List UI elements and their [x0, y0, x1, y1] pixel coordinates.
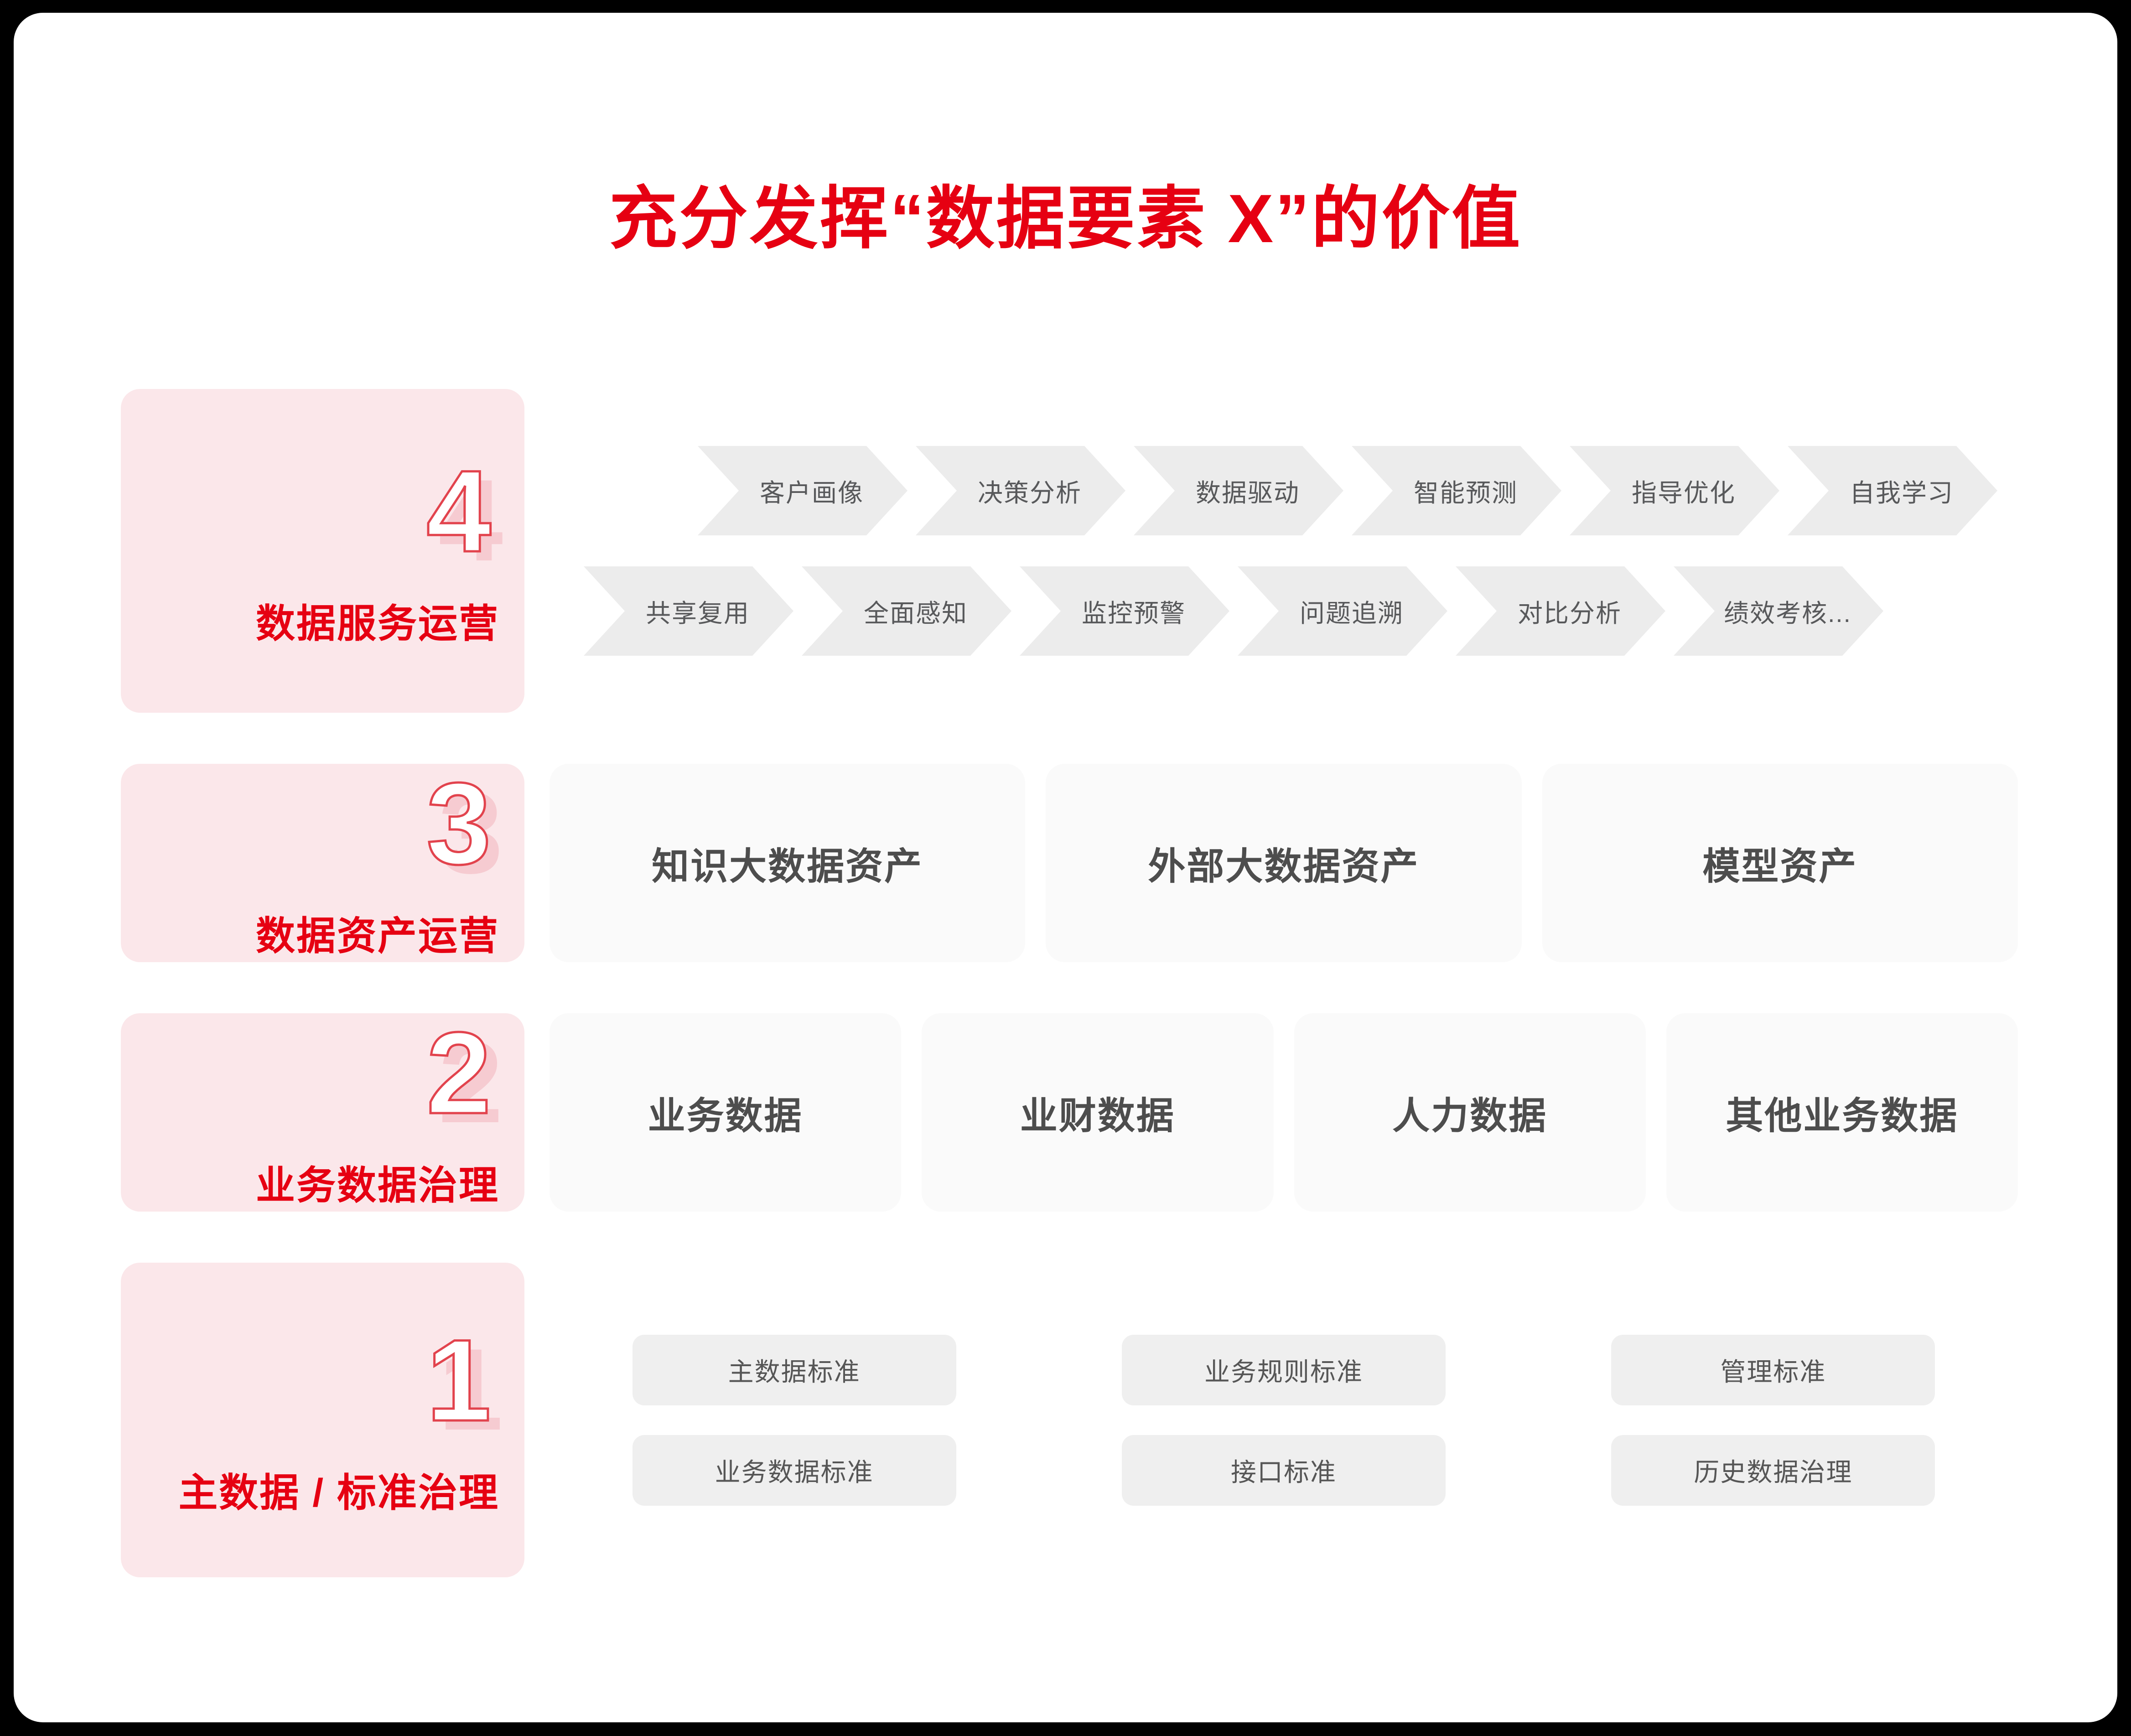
- pill-cell: 历史数据治理: [1529, 1435, 2018, 1506]
- row-3-content: 知识大数据资产 外部大数据资产 模型资产: [550, 764, 2018, 962]
- row-4-label-box: 4 数据服务运营: [121, 389, 524, 713]
- chevron-step: 客户画像: [698, 446, 907, 535]
- chevron-step: 共享复用: [584, 566, 793, 656]
- chevron-step: 绩效考核...: [1674, 566, 1883, 656]
- page-title: 充分发挥“数据要素 X”的价值: [609, 180, 1522, 257]
- chevron-flows: 客户画像 决策分析 数据驱动 智能预测 指导优化 自我学习 共享复用 全面感知 …: [550, 389, 2018, 713]
- row-4-content: 客户画像 决策分析 数据驱动 智能预测 指导优化 自我学习 共享复用 全面感知 …: [550, 389, 2018, 713]
- row-1-content: 主数据标准 业务规则标准 管理标准 业务数据标准: [550, 1263, 2018, 1577]
- row-4-label: 数据服务运营: [256, 602, 499, 646]
- pill-cell: 管理标准: [1529, 1334, 2018, 1405]
- data-card: 业财数据: [922, 1013, 1274, 1212]
- chevron-step: 自我学习: [1788, 446, 1997, 535]
- chevron-step: 问题追溯: [1238, 566, 1447, 656]
- row-1-label: 主数据 / 标准治理: [178, 1471, 499, 1515]
- standard-pill: 主数据标准: [632, 1334, 956, 1405]
- row-4-number: 4: [425, 446, 493, 576]
- standard-pill: 业务规则标准: [1121, 1334, 1446, 1405]
- row-3-number: 3: [425, 758, 493, 889]
- chevron-step: 决策分析: [916, 446, 1125, 535]
- standard-pill: 管理标准: [1611, 1334, 1935, 1405]
- standard-pill-row-top: 主数据标准 业务规则标准 管理标准: [550, 1334, 2018, 1405]
- standard-pill: 接口标准: [1121, 1435, 1446, 1506]
- row-3-label-box: 3 数据资产运营: [121, 764, 524, 962]
- asset-card: 外部大数据资产: [1046, 764, 1522, 962]
- pill-cell: 主数据标准: [550, 1334, 1039, 1405]
- diagram-rows: 4 数据服务运营 客户画像 决策分析 数据驱动 智能预测 指导优化 自我学习: [121, 389, 2018, 1577]
- chevron-flow-top: 客户画像 决策分析 数据驱动 智能预测 指导优化 自我学习: [698, 446, 2018, 535]
- standard-pill-row-bottom: 业务数据标准 接口标准 历史数据治理: [550, 1435, 2018, 1506]
- standard-pill: 历史数据治理: [1611, 1435, 1935, 1506]
- row-business-data-governance: 2 业务数据治理 业务数据 业财数据 人力数据 其他业务数据: [121, 1013, 2018, 1212]
- chevron-step: 数据驱动: [1134, 446, 1343, 535]
- row-2-number: 2: [425, 1008, 493, 1138]
- row-2-content: 业务数据 业财数据 人力数据 其他业务数据: [550, 1013, 2018, 1212]
- data-card: 人力数据: [1294, 1013, 1646, 1212]
- pill-cell: 接口标准: [1039, 1435, 1528, 1506]
- row-data-asset-operation: 3 数据资产运营 知识大数据资产 外部大数据资产 模型资产: [121, 764, 2018, 962]
- pill-cell: 业务规则标准: [1039, 1334, 1528, 1405]
- chevron-step: 对比分析: [1456, 566, 1665, 656]
- row-1-label-box: 1 主数据 / 标准治理: [121, 1263, 524, 1577]
- standard-pill: 业务数据标准: [632, 1435, 956, 1506]
- chevron-step: 全面感知: [802, 566, 1011, 656]
- pill-cell: 业务数据标准: [550, 1435, 1039, 1506]
- asset-card: 模型资产: [1542, 764, 2018, 962]
- data-card: 其他业务数据: [1666, 1013, 2018, 1212]
- asset-card: 知识大数据资产: [550, 764, 1026, 962]
- row-master-data-standard-governance: 1 主数据 / 标准治理 主数据标准 业务规则标准 管理标准: [121, 1263, 2018, 1577]
- row-2-label-box: 2 业务数据治理: [121, 1013, 524, 1212]
- chevron-flow-bottom: 共享复用 全面感知 监控预警 问题追溯 对比分析 绩效考核...: [584, 566, 2018, 656]
- chevron-step: 智能预测: [1352, 446, 1561, 535]
- data-card: 业务数据: [550, 1013, 902, 1212]
- chevron-step: 指导优化: [1570, 446, 1779, 535]
- row-2-label: 业务数据治理: [256, 1163, 499, 1207]
- white-canvas: 充分发挥“数据要素 X”的价值 4 数据服务运营 客户画像 决策分析 数据驱动 …: [14, 13, 2117, 1722]
- chevron-step: 监控预警: [1020, 566, 1229, 656]
- row-3-label: 数据资产运营: [256, 914, 499, 958]
- row-data-service-operation: 4 数据服务运营 客户画像 决策分析 数据驱动 智能预测 指导优化 自我学习: [121, 389, 2018, 713]
- row-1-number: 1: [425, 1316, 493, 1446]
